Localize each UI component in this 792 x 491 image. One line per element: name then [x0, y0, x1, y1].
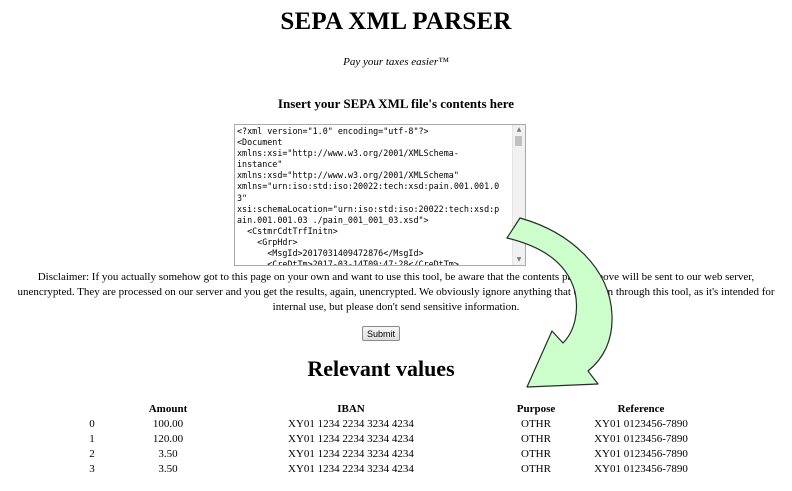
table-header-row: Amount IBAN Purpose Reference — [60, 402, 700, 417]
page-title: SEPA XML PARSER — [280, 8, 512, 35]
iban-cell: XY01 1234 2234 3234 4234 — [288, 463, 414, 475]
purpose-cell: OTHR — [521, 448, 551, 460]
amount-cell: 3.50 — [158, 448, 178, 460]
results-table: Amount IBAN Purpose Reference 0 100.00 X… — [60, 402, 700, 477]
row-index: 3 — [89, 463, 95, 475]
xml-textarea[interactable]: <?xml version="1.0" encoding="utf-8"?> <… — [234, 124, 526, 266]
scroll-up-icon[interactable]: ▲ — [516, 126, 522, 133]
purpose-cell: OTHR — [521, 433, 551, 445]
column-header-index — [60, 402, 124, 417]
scrollbar-thumb[interactable] — [515, 136, 522, 146]
column-header-purpose: Purpose — [516, 403, 556, 415]
input-heading: Insert your SEPA XML file's contents her… — [277, 96, 515, 111]
disclaimer-text: Disclaimer: If you actually somehow got … — [17, 271, 775, 314]
iban-cell: XY01 1234 2234 3234 4234 — [288, 448, 414, 460]
iban-cell: XY01 1234 2234 3234 4234 — [288, 418, 414, 430]
row-index: 1 — [89, 433, 95, 445]
reference-cell: XY01 0123456-7890 — [594, 463, 688, 475]
column-header-reference: Reference — [617, 403, 665, 415]
amount-cell: 3.50 — [158, 463, 178, 475]
table-row: 2 3.50 XY01 1234 2234 3234 4234 OTHR XY0… — [60, 447, 700, 462]
table-row: 0 100.00 XY01 1234 2234 3234 4234 OTHR X… — [60, 417, 700, 432]
table-row: 1 120.00 XY01 1234 2234 3234 4234 OTHR X… — [60, 432, 700, 447]
tagline: Pay your taxes easier™ — [343, 56, 449, 68]
reference-cell: XY01 0123456-7890 — [594, 418, 688, 430]
textarea-scrollbar[interactable]: ▲ ▼ — [512, 125, 525, 265]
scroll-down-icon[interactable]: ▼ — [516, 256, 522, 263]
results-heading: Relevant values — [307, 356, 455, 381]
column-header-iban: IBAN — [337, 403, 365, 415]
amount-cell: 120.00 — [152, 433, 184, 445]
purpose-cell: OTHR — [521, 463, 551, 475]
table-row: 3 3.50 XY01 1234 2234 3234 4234 OTHR XY0… — [60, 462, 700, 477]
purpose-cell: OTHR — [521, 418, 551, 430]
reference-cell: XY01 0123456-7890 — [594, 433, 688, 445]
xml-textarea-content[interactable]: <?xml version="1.0" encoding="utf-8"?> <… — [237, 126, 500, 266]
column-header-amount: Amount — [148, 403, 188, 415]
row-index: 0 — [89, 418, 95, 430]
amount-cell: 100.00 — [152, 418, 184, 430]
reference-cell: XY01 0123456-7890 — [594, 448, 688, 460]
submit-button[interactable]: Submit — [362, 326, 400, 341]
iban-cell: XY01 1234 2234 3234 4234 — [288, 433, 414, 445]
row-index: 2 — [89, 448, 95, 460]
